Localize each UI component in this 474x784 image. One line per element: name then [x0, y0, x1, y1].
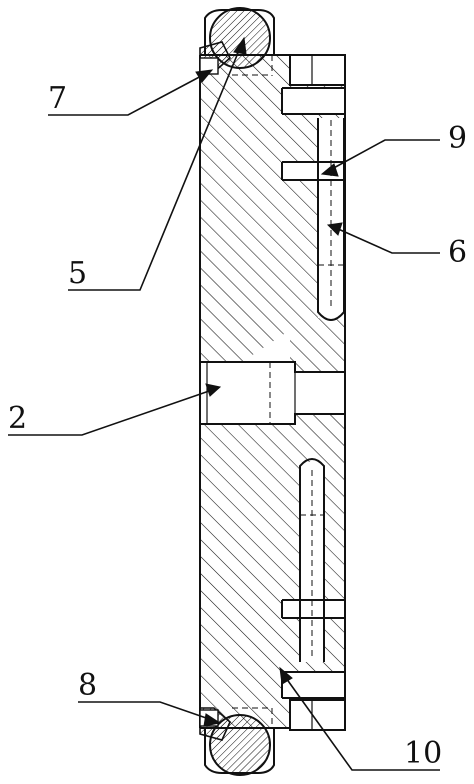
callout-5: 5 [68, 256, 87, 291]
callout-2: 2 [8, 401, 27, 436]
leader-2 [8, 383, 222, 436]
callout-10: 10 [404, 736, 442, 771]
central-bore [200, 362, 295, 424]
leader-8 [78, 701, 222, 727]
callout-9: 9 [448, 121, 467, 156]
callout-7: 7 [48, 81, 67, 116]
leader-6 [326, 222, 440, 254]
callout-8: 8 [78, 668, 97, 703]
leader-7 [48, 69, 214, 116]
upper-slot [318, 118, 344, 318]
leader-5 [68, 36, 247, 291]
callout-6: 6 [448, 235, 467, 270]
leader-9 [320, 139, 440, 177]
central-bore-outline [200, 361, 345, 425]
leader-10 [279, 666, 440, 771]
